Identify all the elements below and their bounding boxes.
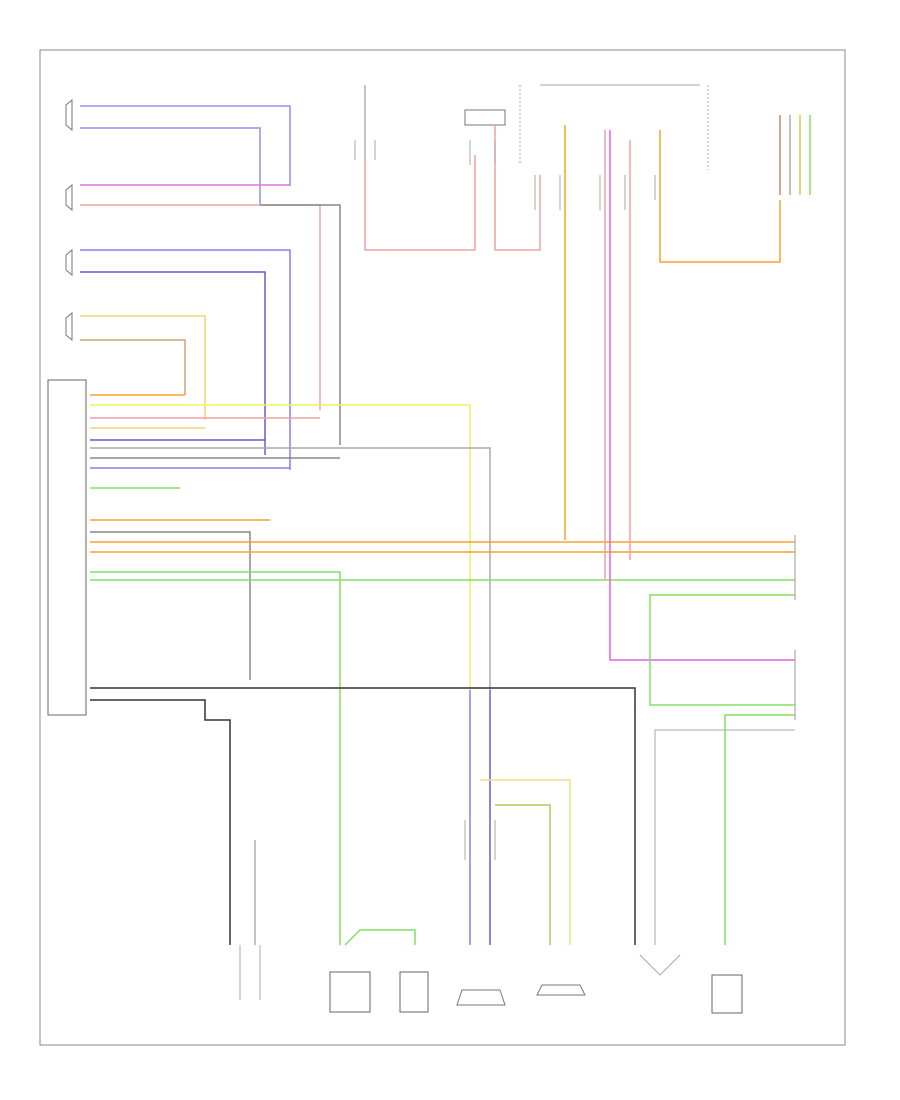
right-front-speaker bbox=[456, 989, 506, 1006]
module-right-upper bbox=[779, 115, 811, 195]
left-front-speaker bbox=[65, 98, 73, 132]
right-rear-speaker bbox=[639, 954, 681, 976]
left-tweeter-2 bbox=[65, 311, 73, 342]
radio-bus-wires bbox=[90, 394, 795, 945]
radio-unit bbox=[47, 379, 87, 716]
connector-ticks bbox=[354, 140, 656, 860]
module-right-lower bbox=[649, 535, 796, 945]
usb-jack bbox=[329, 971, 371, 1013]
right-tweeter bbox=[536, 984, 586, 996]
diagram-frame bbox=[39, 49, 846, 1046]
fuse-block-top bbox=[540, 84, 795, 661]
antenna-module bbox=[344, 929, 429, 1013]
rear-window-antenna bbox=[711, 974, 743, 1014]
left-tweeter bbox=[65, 248, 73, 277]
can-module bbox=[464, 85, 541, 251]
top-fuse-1 bbox=[364, 85, 476, 251]
right-front-speaker-wires bbox=[469, 690, 571, 945]
antenna-amplifier bbox=[239, 840, 261, 1000]
wires-left-speakers bbox=[80, 105, 341, 470]
left-rear-speaker bbox=[65, 183, 73, 212]
